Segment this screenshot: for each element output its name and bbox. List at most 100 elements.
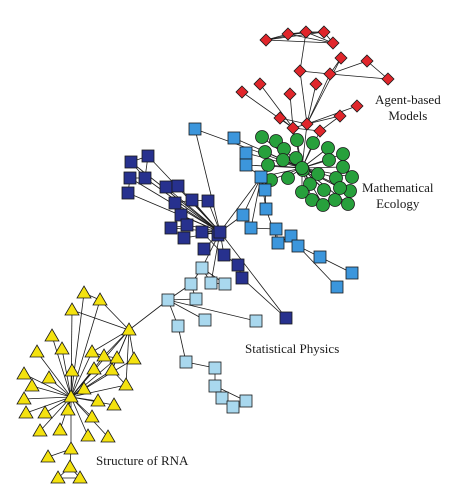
- node-plower: [161, 293, 175, 307]
- network-edge: [174, 202, 221, 233]
- network-edge: [241, 277, 287, 319]
- network-edge: [265, 39, 334, 44]
- node-ecology: [258, 145, 272, 159]
- node-pupper: [239, 158, 253, 172]
- node-rna: [40, 449, 56, 463]
- node-ecology: [306, 136, 320, 150]
- node-rna: [24, 378, 40, 392]
- node-ecology: [321, 141, 335, 155]
- network-edge: [299, 31, 307, 72]
- network-edge: [71, 309, 130, 331]
- network-edge: [306, 73, 331, 125]
- node-pupper: [271, 236, 285, 250]
- node-ecology: [276, 153, 290, 167]
- network-edge: [70, 292, 85, 398]
- label-ecology-line1: Mathematical: [362, 180, 434, 195]
- node-agent: [293, 64, 307, 78]
- node-rna: [63, 389, 79, 403]
- network-edge: [287, 33, 334, 44]
- node-ecology: [328, 193, 342, 207]
- node-pupper: [254, 170, 268, 184]
- node-rna: [76, 285, 92, 299]
- network-edge: [144, 177, 221, 233]
- node-core: [177, 231, 191, 245]
- node-pupper: [330, 280, 344, 294]
- label-agent-line2: Models: [388, 108, 428, 123]
- node-ecology: [322, 153, 336, 167]
- node-rna: [84, 409, 100, 423]
- node-agent: [259, 33, 273, 47]
- network-edge: [70, 384, 127, 398]
- node-ecology: [281, 171, 295, 185]
- node-ecology: [336, 160, 350, 174]
- node-rna: [16, 366, 32, 380]
- node-core: [195, 225, 209, 239]
- node-plower: [204, 276, 218, 290]
- node-rna: [62, 459, 78, 473]
- network-edge: [194, 128, 221, 233]
- node-agent: [350, 99, 364, 113]
- node-ecology-hub: [295, 161, 309, 175]
- network-edge: [165, 186, 221, 233]
- node-rna: [64, 302, 80, 316]
- node-plower: [179, 355, 193, 369]
- node-pupper: [259, 202, 273, 216]
- node-plower: [218, 277, 232, 291]
- network-edge: [125, 329, 130, 386]
- network-edge: [329, 60, 368, 75]
- node-rna: [109, 350, 125, 364]
- node-agent: [283, 87, 297, 101]
- node-rna: [121, 322, 137, 336]
- node-pupper: [239, 146, 253, 160]
- network-edge: [39, 396, 72, 432]
- network-edge: [219, 176, 262, 233]
- node-agent: [326, 36, 340, 50]
- node-pupper: [258, 183, 272, 197]
- label-physics-text: Statistical Physics: [245, 341, 340, 356]
- label-agent-line1: Agent-based: [375, 92, 441, 107]
- node-rna: [84, 344, 100, 358]
- node-plower: [215, 391, 229, 405]
- node-agent: [323, 67, 337, 81]
- node-rna: [96, 348, 112, 362]
- network-edge: [241, 91, 294, 129]
- node-rna: [18, 405, 34, 419]
- node-rna: [54, 341, 70, 355]
- network-edge: [265, 31, 325, 41]
- node-ecology: [311, 167, 325, 181]
- node-plower: [195, 261, 209, 275]
- node-agent: [333, 109, 347, 123]
- node-rna: [64, 363, 80, 377]
- node-ecology: [345, 170, 359, 184]
- network-edge: [23, 373, 72, 398]
- node-rna: [106, 397, 122, 411]
- node-core: [235, 271, 249, 285]
- node-agent: [253, 77, 267, 91]
- network-edge: [245, 152, 303, 169]
- node-core: [121, 186, 135, 200]
- node-ecology: [317, 183, 331, 197]
- label-ecology-line2: Ecology: [376, 196, 420, 211]
- node-plower: [249, 314, 263, 328]
- node-agent: [334, 51, 348, 65]
- node-core: [231, 258, 245, 272]
- node-ecology: [341, 197, 355, 211]
- node-core: [159, 180, 173, 194]
- node-rna: [72, 470, 88, 484]
- node-core: [197, 242, 211, 256]
- node-rna: [16, 391, 32, 405]
- node-plower: [171, 319, 185, 333]
- node-plower: [208, 379, 222, 393]
- network-edge: [128, 299, 169, 331]
- network-edge: [306, 115, 341, 125]
- network-edge: [306, 83, 317, 125]
- node-agent: [286, 121, 300, 135]
- node-rna: [92, 292, 108, 306]
- network-edge: [70, 351, 93, 398]
- label-agent-based-models: Agent-based Models: [375, 92, 441, 124]
- node-agent: [235, 85, 249, 99]
- node-plower: [189, 292, 203, 306]
- node-rna: [118, 377, 134, 391]
- node-rna: [50, 470, 66, 484]
